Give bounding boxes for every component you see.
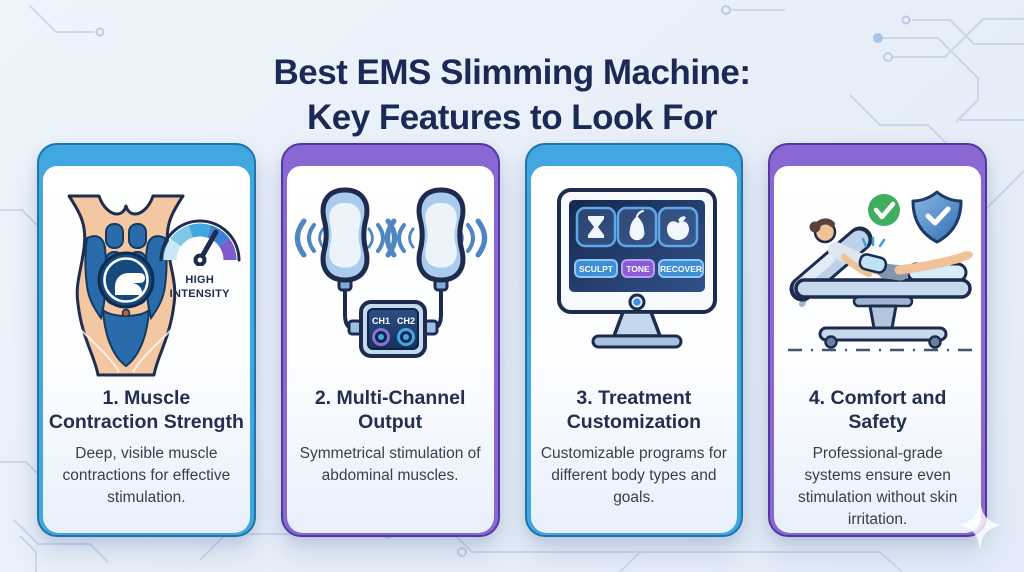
pear-icon xyxy=(629,210,644,241)
card-title-line: Output xyxy=(358,411,423,434)
card-title: 2. Multi-Channel Output xyxy=(315,386,466,434)
gauge-label-line: INTENSITY xyxy=(169,288,230,301)
ems-pads-illustration: CH1 CH2 xyxy=(287,166,494,382)
apple-icon xyxy=(666,216,689,240)
card-title-line: 1. Muscle xyxy=(102,387,191,409)
intensity-gauge: HIGH INTENSITY xyxy=(154,212,246,302)
monitor-illustration: SCULPT TONE RECOVER xyxy=(531,166,738,382)
card-title-line: 3. Treatment xyxy=(576,387,692,409)
bicep-icon xyxy=(97,251,155,309)
card-body: SCULPT TONE RECOVER xyxy=(530,166,738,533)
feature-card-treatment-customization: SCULPT TONE RECOVER xyxy=(524,143,744,537)
abdomen-illustration: HIGH INTENSITY xyxy=(43,166,250,382)
gauge-label-line: HIGH xyxy=(185,274,215,286)
card-body: CH1 CH2 2. Multi-Channel Output Symmetri… xyxy=(286,166,494,533)
ems-pad-on-body-icon xyxy=(858,236,888,274)
card-title-line: Contraction Strength xyxy=(48,411,244,434)
page-title-line: Best EMS Slimming Machine: xyxy=(273,53,751,93)
feature-cards-row: HIGH INTENSITY 1. Muscle Contraction Str… xyxy=(37,143,987,537)
recover-screen-button: RECOVER xyxy=(657,259,704,278)
card-title-line: Customization xyxy=(566,411,702,434)
shield-check-icon xyxy=(911,190,963,244)
svg-text:TONE: TONE xyxy=(626,264,650,274)
card-title-line: 2. Multi-Channel xyxy=(314,387,466,409)
feature-card-muscle-contraction: HIGH INTENSITY 1. Muscle Contraction Str… xyxy=(37,143,256,537)
patient-figure xyxy=(809,218,974,281)
bed-icon xyxy=(788,226,979,352)
card-title: 1. Muscle Contraction Strength xyxy=(49,386,244,434)
sculpt-screen-button: SCULPT xyxy=(573,259,618,278)
monitor-stand xyxy=(611,310,662,338)
svg-text:RECOVER: RECOVER xyxy=(659,264,701,274)
card-body: HIGH INTENSITY 1. Muscle Contraction Str… xyxy=(43,166,250,533)
monitor-icon: SCULPT TONE RECOVER xyxy=(556,188,717,349)
svg-text:SCULPT: SCULPT xyxy=(579,264,614,274)
hourglass-icon xyxy=(587,216,604,238)
monitor-base xyxy=(591,334,682,349)
ems-pad-icon xyxy=(416,187,466,292)
gauge-icon xyxy=(159,219,241,267)
abdominal-muscles-icon xyxy=(67,194,185,377)
page-title: Best EMS Slimming Machine: Key Features … xyxy=(0,51,1024,141)
feature-card-comfort-safety: 4. Comfort and Safety Professional-grade… xyxy=(768,143,987,537)
card-description: Symmetrical stimulation of abdominal mus… xyxy=(299,445,481,485)
tone-screen-button: TONE xyxy=(620,259,655,278)
card-title: 3. Treatment Customization xyxy=(567,386,701,434)
card-body: 4. Comfort and Safety Professional-grade… xyxy=(774,166,981,533)
gauge-label: HIGH INTENSITY xyxy=(154,273,246,302)
control-box: CH1 CH2 xyxy=(347,300,439,358)
channel-2-label: CH2 xyxy=(397,316,415,326)
card-description: Professional-grade systems ensure even s… xyxy=(797,445,958,529)
page-title-line: Key Features to Look For xyxy=(306,98,718,138)
treatment-bed-illustration xyxy=(774,166,981,382)
channel-1-label: CH1 xyxy=(372,316,390,326)
card-description: Deep, visible muscle contractions for ef… xyxy=(62,445,231,507)
checkmark-icon xyxy=(868,194,901,226)
card-title-line: 4. Comfort and xyxy=(808,387,947,409)
card-title-line: Safety xyxy=(848,411,907,434)
ems-pad-icon xyxy=(320,187,370,292)
card-description: Customizable programs for different body… xyxy=(540,445,727,507)
card-title: 4. Comfort and Safety xyxy=(809,386,947,434)
feature-card-multi-channel: CH1 CH2 2. Multi-Channel Output Symmetri… xyxy=(280,143,500,537)
sparkle-icon xyxy=(959,500,1001,550)
